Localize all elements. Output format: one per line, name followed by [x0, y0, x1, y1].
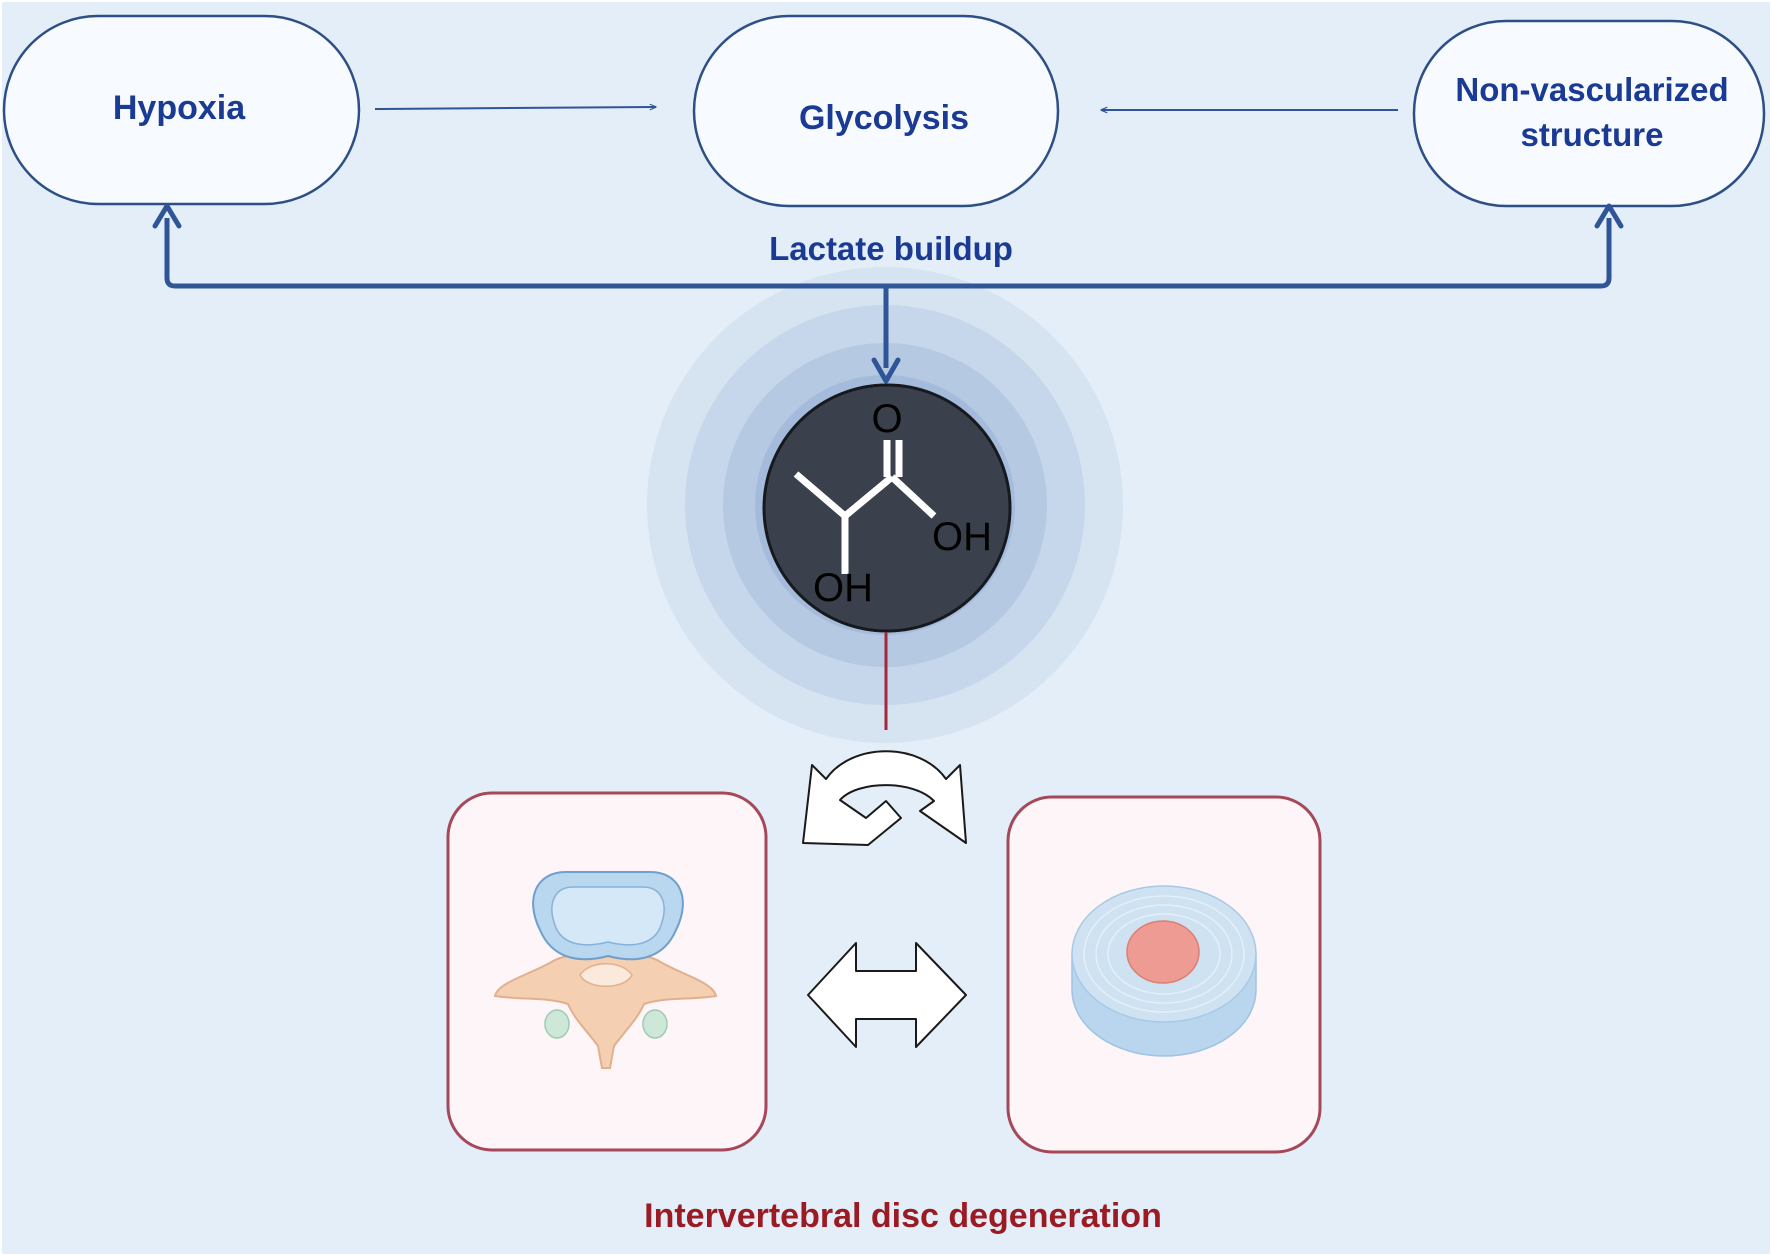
panel-disc	[1006, 795, 1322, 1154]
disc-ring-3	[1107, 913, 1221, 995]
atom-o: O	[871, 397, 902, 441]
curved-double-arrow	[802, 750, 967, 846]
vertebra-bone	[493, 951, 718, 1069]
arrowhead-up-nonvasc	[1594, 203, 1624, 229]
node-glycolysis: Glycolysis	[692, 14, 1060, 208]
double-arrow-between-panels	[807, 942, 967, 1048]
lactate-molecule: O OH OH	[762, 383, 1012, 633]
vertebra-facet-left	[544, 1009, 570, 1039]
spinal-canal	[579, 963, 633, 987]
vertebra-illustration	[493, 871, 718, 1069]
vertebra-facet-right	[642, 1009, 668, 1039]
node-non-vascularized: Non-vascularized structure	[1412, 19, 1766, 208]
node-glycolysis-label: Glycolysis	[799, 99, 969, 137]
node-hypoxia: Hypoxia	[2, 14, 361, 206]
idd-label: Intervertebral disc degeneration	[644, 1197, 1162, 1235]
lactate-feedback-connector	[164, 218, 1612, 289]
molecule-bonds	[793, 440, 937, 574]
node-hypoxia-label: Hypoxia	[113, 89, 246, 127]
disc-cylinder-illustration	[1071, 885, 1257, 1057]
arrow-hypoxia-to-glycolysis	[374, 107, 656, 109]
arrowhead-up-hypoxia	[152, 203, 182, 229]
atom-oh-right: OH	[932, 515, 992, 559]
disc-nucleus-pulposus	[1126, 920, 1200, 984]
panel-vertebra	[446, 791, 768, 1152]
node-non-vascularized-label-line2: structure	[1520, 116, 1663, 153]
disc-ring-2	[1095, 904, 1233, 1004]
lactate-buildup-label: Lactate buildup	[769, 230, 1013, 267]
node-non-vascularized-label-line1: Non-vascularized	[1455, 71, 1728, 108]
atom-oh-bottom: OH	[813, 566, 873, 610]
disc-nucleus	[551, 886, 665, 946]
molecule-disc	[762, 383, 1012, 633]
arrowhead-down-molecule	[871, 357, 901, 384]
disc-ring-1	[1083, 895, 1245, 1013]
